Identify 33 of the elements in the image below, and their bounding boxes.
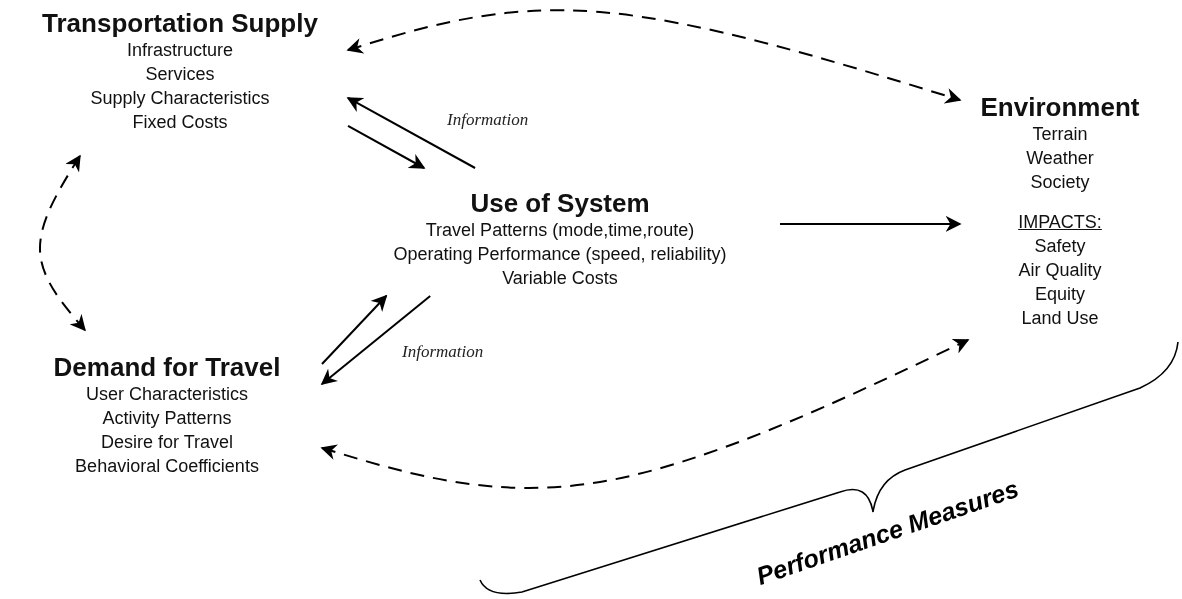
node-heading: Transportation Supply (42, 8, 318, 38)
node-item: User Characteristics (85, 383, 248, 406)
edge-label: Information (445, 110, 531, 130)
arrow (347, 124, 426, 169)
node-item: Operating Performance (speed, reliability) (393, 243, 727, 266)
node-item: Land Use (1021, 307, 1099, 330)
node-heading: Demand for Travel (53, 352, 281, 382)
node-item: Terrain (1032, 123, 1088, 146)
dashed-arrow (39, 154, 86, 332)
node-item: Variable Costs (502, 267, 618, 290)
node-item: Supply Characteristics (90, 87, 270, 110)
node-item: Travel Patterns (mode,time,route) (425, 219, 695, 242)
node-item: Activity Patterns (102, 407, 232, 430)
node-item: Society (1030, 171, 1090, 194)
arrow (346, 97, 477, 169)
node-item: Behavioral Coefficients (75, 455, 259, 478)
edge-label: Information (400, 342, 486, 362)
dashed-arrow (346, 9, 962, 104)
node-item: Safety (1034, 235, 1086, 258)
node-item: Desire for Travel (100, 431, 233, 454)
node-item: Equity (1035, 283, 1085, 306)
arrow (779, 215, 962, 232)
dashed-arrow (320, 338, 970, 489)
node-item: Fixed Costs (132, 111, 228, 134)
arrow (321, 294, 388, 365)
node-item: Services (145, 63, 215, 86)
node-heading: Environment (980, 92, 1140, 122)
node-item: Air Quality (1018, 259, 1102, 282)
node-item: Weather (1026, 147, 1094, 170)
node-heading: Use of System (470, 188, 650, 218)
arrow (320, 295, 432, 385)
node-item: IMPACTS: (1018, 211, 1102, 234)
node-item: Infrastructure (126, 39, 233, 62)
